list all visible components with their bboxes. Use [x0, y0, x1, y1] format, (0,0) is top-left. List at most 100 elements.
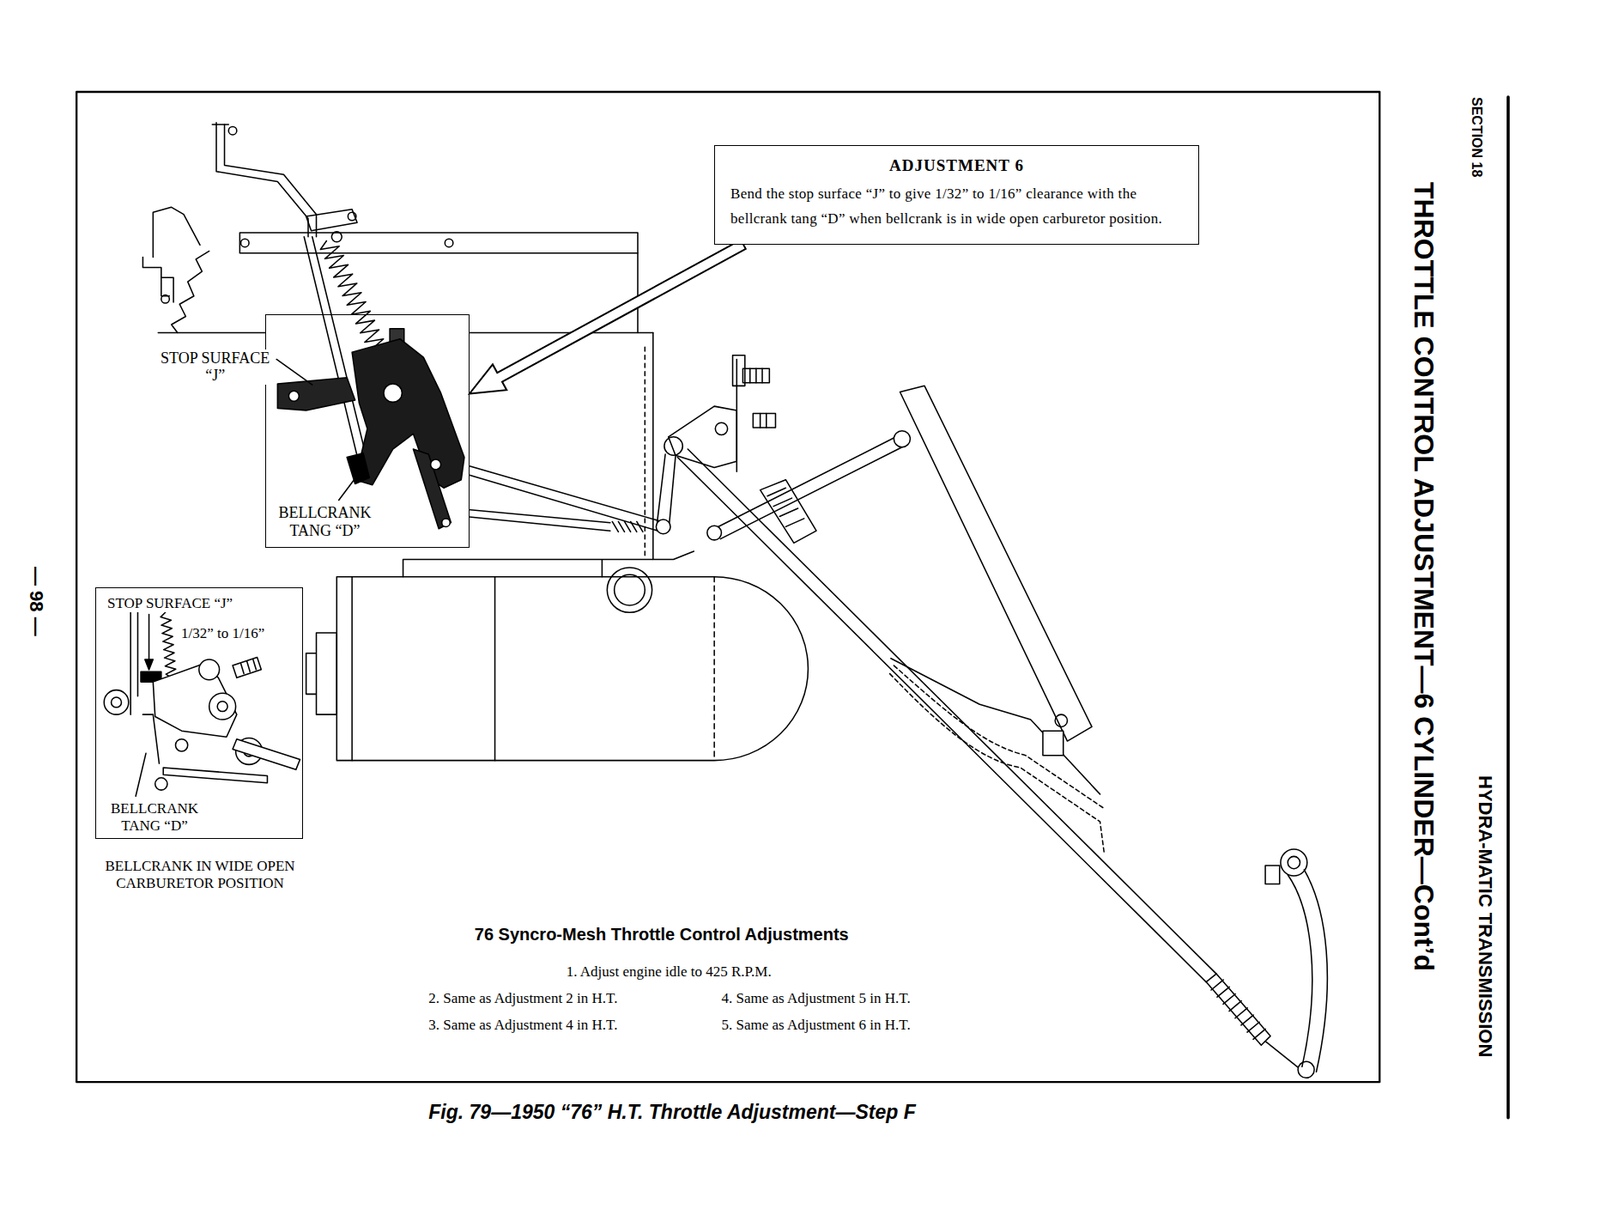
throttle-linkage: [1287, 869, 1328, 1072]
engine-block: [444, 238, 454, 248]
part-label: STOP SURFACE “J”: [155, 349, 276, 385]
rod-thread: [1247, 1021, 1260, 1032]
bellcrank-photo: [265, 314, 470, 548]
leader-line: [276, 358, 358, 500]
air-cleaner-bracket: [212, 123, 229, 126]
header-rule: [1506, 96, 1510, 1118]
accelerator-pedal: [1042, 730, 1064, 756]
inset-drawing: [199, 659, 220, 680]
bellcrank-photo: [265, 231, 470, 549]
throttle-linkage: [1297, 1060, 1315, 1078]
bellcrank-photo: [288, 390, 299, 401]
inset-drawing: [111, 696, 122, 708]
note-heading: ADJUSTMENT 6: [730, 156, 1183, 176]
throttle-linkage: [1206, 973, 1271, 1045]
list-heading: 76 Syncro-Mesh Throttle Control Adjustme…: [474, 924, 849, 945]
bellcrank-photo: [331, 231, 342, 243]
throttle-linkage: [1265, 865, 1280, 884]
inset-drawing: [103, 610, 300, 796]
air-cleaner-bracket: [306, 209, 358, 231]
throttle-linkage: [1265, 1041, 1302, 1070]
throttle-linkage: [760, 479, 817, 544]
figure-caption: Fig. 79—1950 “76” H.T. Throttle Adjustme…: [428, 1100, 916, 1123]
throttle-spring: [320, 241, 383, 353]
rod-thread: [1211, 979, 1224, 990]
engine-block: [241, 238, 250, 248]
inset-drawing: [175, 739, 188, 752]
inset-drawing: [217, 701, 228, 712]
bellcrank-photo: [442, 518, 451, 528]
air-cleaner-bracket: [142, 257, 170, 297]
inset-drawing: [145, 659, 154, 670]
inset-drawing: [130, 610, 138, 715]
throttle-linkage: [464, 464, 666, 532]
detail-window: BELLCRANK TANG “D”: [265, 314, 470, 548]
inset-drawing: [209, 692, 237, 720]
bellcrank-photo: [430, 459, 442, 470]
air-cleaner-bracket: [161, 295, 170, 304]
throttle-linkage: [760, 412, 767, 428]
starter-motor: [606, 567, 652, 613]
air-cleaner-bracket: [152, 206, 200, 257]
inset-drawing: [232, 657, 261, 679]
part-label: BELLCRANK TANG “D”: [271, 503, 379, 540]
air-cleaner-bracket: [216, 122, 309, 237]
throttle-linkage: [750, 368, 763, 383]
inset-drawing: [241, 659, 257, 674]
throttle-linkage: [664, 436, 683, 455]
engine-block: [171, 250, 210, 333]
inset-drawing: [155, 777, 168, 790]
throttle-spring: [160, 612, 176, 678]
part-label: STOP SURFACE “J”: [107, 594, 233, 613]
page-title: THROTTLE CONTROL ADJUSTMENT—6 CYLINDER—C…: [1406, 181, 1440, 971]
rod-thread: [1223, 993, 1236, 1004]
running-head: HYDRA-MATIC TRANSMISSION: [1472, 775, 1496, 1057]
throttle-linkage: [767, 487, 805, 527]
rod-thread: [1229, 1000, 1242, 1012]
throttle-linkage: [1211, 979, 1266, 1039]
rod-thread: [1253, 1028, 1266, 1039]
throttle-linkage: [612, 521, 643, 532]
rod-thread: [1241, 1014, 1254, 1025]
leader-line: [276, 358, 313, 385]
throttle-linkage: [736, 358, 739, 472]
inset-drawing: [103, 690, 129, 716]
rod-thread: [1217, 986, 1230, 997]
starter-motor: [306, 632, 338, 715]
air-cleaner-bracket: [224, 124, 317, 237]
starter-motor: [614, 574, 646, 606]
bellcrank-photo: [412, 448, 451, 529]
bellcrank-photo: [320, 241, 383, 353]
throttle-linkage: [657, 454, 676, 523]
callout-arrow: [469, 239, 746, 394]
engine-block: [239, 232, 638, 254]
engine-block: [157, 232, 694, 577]
inset-drawing: [163, 767, 267, 783]
air-cleaner-bracket: [142, 122, 358, 304]
starter-motor: [336, 576, 808, 761]
air-cleaner-bracket: [347, 212, 357, 221]
throttle-linkage: [1280, 848, 1308, 876]
note-box: ADJUSTMENT 6Bend the stop surface “J” to…: [714, 145, 1200, 245]
starter-motor: [306, 567, 809, 761]
page-number: — 98 —: [24, 566, 47, 637]
throttle-linkage: [752, 412, 776, 428]
throttle-linkage: [742, 368, 770, 383]
section-number: SECTION 18: [1468, 96, 1485, 177]
accelerator-pedal: [1054, 714, 1067, 727]
inset-drawing: [152, 663, 237, 738]
air-cleaner-bracket: [161, 277, 174, 303]
bellcrank-photo: [351, 339, 465, 489]
list-item: 5. Same as Adjustment 6 in H.T.: [721, 1016, 910, 1034]
inset-caption: BELLCRANK IN WIDE OPEN CARBURETOR POSITI…: [92, 857, 308, 891]
throttle-linkage: [655, 519, 671, 534]
list-item: 1. Adjust engine idle to 425 R.P.M.: [566, 963, 772, 981]
air-cleaner-bracket: [228, 126, 237, 135]
starter-motor: [713, 576, 716, 761]
throttle-linkage: [454, 508, 611, 531]
leader-line: [339, 475, 358, 501]
inset-drawing: [160, 612, 176, 678]
inset-box: STOP SURFACE “J”1/32” to 1/16”BELLCRANK …: [95, 587, 304, 839]
list-item: 3. Same as Adjustment 4 in H.T.: [428, 1016, 618, 1034]
